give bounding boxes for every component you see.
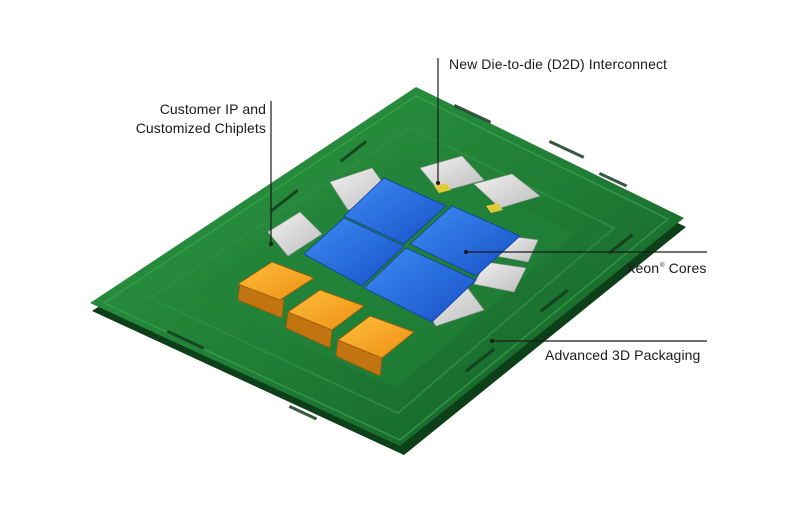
callout-d2d-interconnect: New Die-to-die (D2D) Interconnect: [449, 56, 668, 72]
callout-customer-ip: Customer IP and Customized Chiplets: [130, 100, 266, 138]
customer-chiplets: [237, 261, 415, 377]
d2d-bridges: [434, 183, 503, 213]
xeon-compute-tiles: [303, 177, 521, 323]
callout-xeon-suffix: Cores: [668, 260, 707, 276]
callout-advanced-packaging: Advanced 3D Packaging: [545, 347, 701, 363]
registered-mark: ®: [660, 263, 665, 269]
callout-xeon-cores: Xeon® Cores: [626, 257, 707, 278]
callout-customer-ip-line1: Customer IP and: [159, 101, 266, 117]
callout-dots: [269, 181, 494, 343]
callout-xeon-name: Xeon: [626, 260, 660, 276]
callout-customer-ip-line2: Customized Chiplets: [135, 120, 266, 136]
callout-lines: [270, 58, 707, 342]
